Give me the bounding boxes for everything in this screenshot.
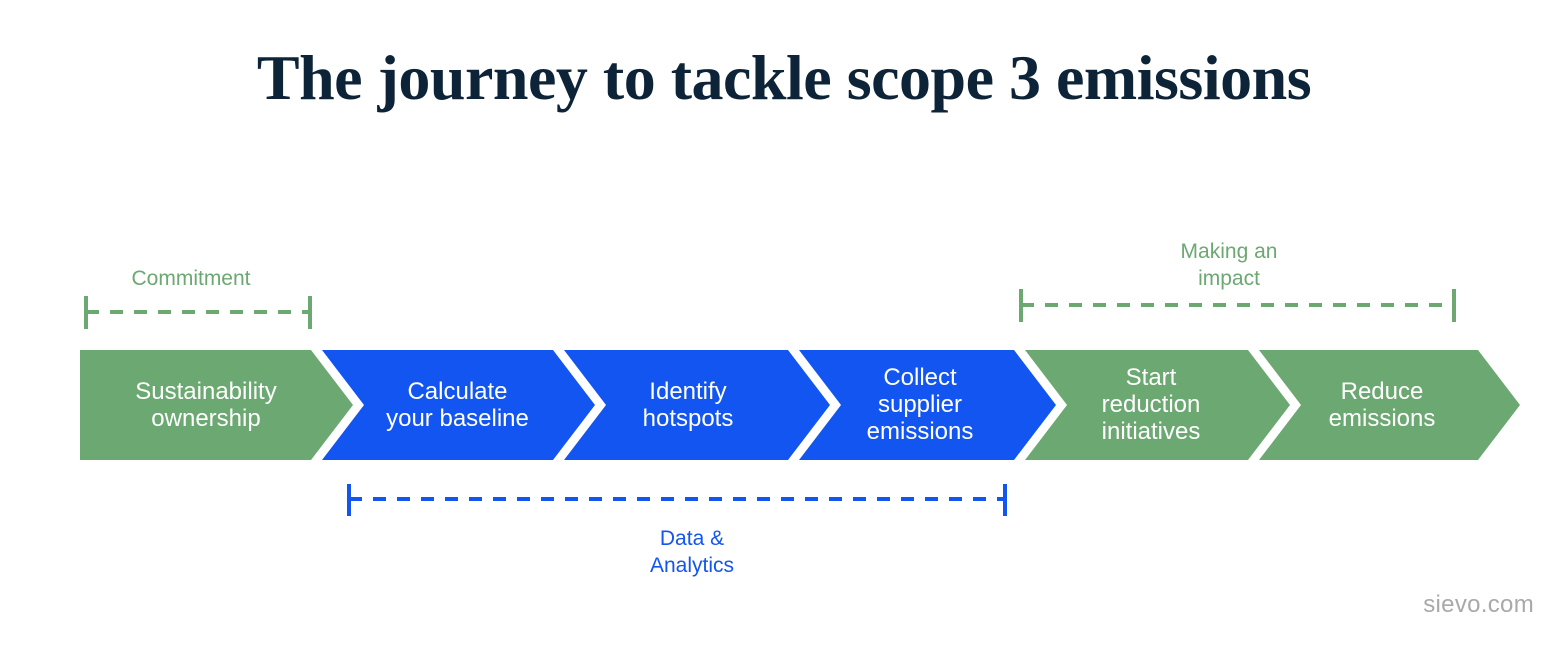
bracket-label-making-an-impact: Making an impact xyxy=(1180,240,1278,290)
bracket-label-commitment: Commitment xyxy=(131,267,251,290)
bracket-making-an-impact xyxy=(1019,289,1456,322)
chevron-step-2[interactable] xyxy=(322,350,595,460)
bracket-data-analytics xyxy=(347,484,1007,516)
bracket-label-data-analytics: Data & Analytics xyxy=(649,527,735,577)
chevron-step-5[interactable] xyxy=(1025,350,1290,460)
chevron-step-1[interactable] xyxy=(80,350,353,460)
chevron-steps xyxy=(80,350,1520,460)
bracket-commitment xyxy=(84,296,312,329)
chevron-step-3[interactable] xyxy=(564,350,830,460)
page-title: The journey to tackle scope 3 emissions xyxy=(256,42,1312,113)
chevron-step-6[interactable] xyxy=(1259,350,1520,460)
watermark-sievo: sievo.com xyxy=(1423,591,1534,618)
chevron-step-4[interactable] xyxy=(799,350,1056,460)
